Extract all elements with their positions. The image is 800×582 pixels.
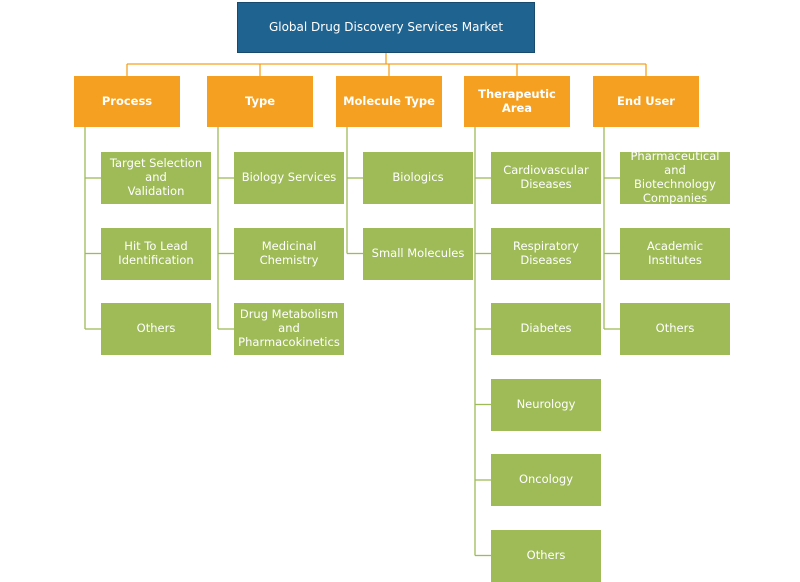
leaf-therapeutic-area-oncology: Oncology — [491, 454, 601, 506]
category-process: Process — [74, 76, 180, 127]
leaf-process-others: Others — [101, 303, 211, 355]
leaf-molecule-type-small-molecules: Small Molecules — [363, 227, 473, 280]
leaf-type-drug-metabolism-and-pharmacokinetics: Drug Metabolism and Pharmacokinetics — [234, 303, 344, 355]
category-end-user: End User — [593, 76, 699, 127]
category-therapeutic-area: Therapeutic Area — [464, 76, 570, 127]
leaf-process-hit-to-lead-identification: Hit To Lead Identification — [101, 227, 211, 280]
category-molecule-type: Molecule Type — [336, 76, 442, 127]
leaf-therapeutic-area-cardiovascular-diseases: Cardiovascular Diseases — [491, 152, 601, 204]
leaf-end-user-pharmaceutical-and-biotechnology-companies: Pharmaceutical and Biotechnology Compani… — [620, 150, 730, 205]
leaf-process-target-selection-and-validation: Target Selection and Validation — [101, 152, 211, 204]
leaf-therapeutic-area-neurology: Neurology — [491, 378, 601, 431]
leaf-end-user-others: Others — [620, 303, 730, 355]
leaf-therapeutic-area-others: Others — [491, 529, 601, 582]
root-node: Global Drug Discovery Services Market — [237, 2, 535, 53]
leaf-end-user-academic-institutes: Academic Institutes — [620, 227, 730, 280]
leaf-type-biology-services: Biology Services — [234, 152, 344, 204]
category-type: Type — [207, 76, 313, 127]
leaf-molecule-type-biologics: Biologics — [363, 152, 473, 204]
leaf-therapeutic-area-diabetes: Diabetes — [491, 303, 601, 355]
leaf-type-medicinal-chemistry: Medicinal Chemistry — [234, 227, 344, 280]
leaf-therapeutic-area-respiratory-diseases: Respiratory Diseases — [491, 227, 601, 280]
